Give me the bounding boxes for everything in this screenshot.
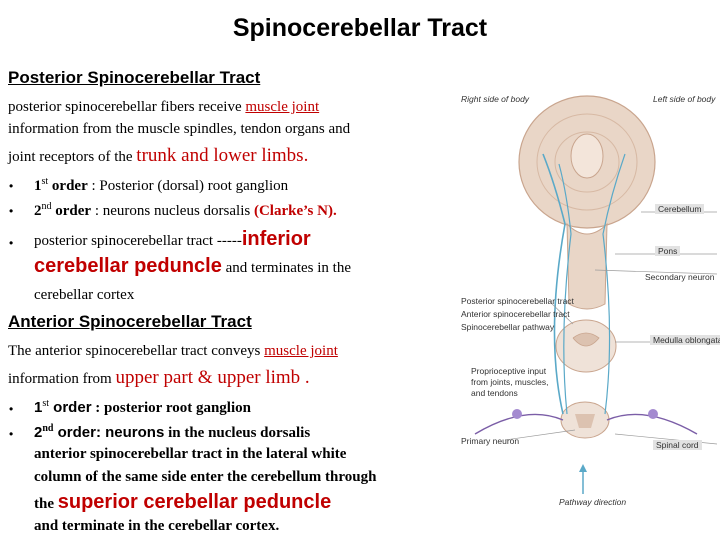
anatomy-diagram: Right side of body Left side of body Cer… [455,84,720,536]
a-second-order-number: 2 [34,424,43,441]
spinal-gray-matter [575,414,595,428]
ganglion-shape [648,409,658,419]
label-left-side: Left side of body [653,94,716,104]
label-medulla: Medulla oblongata [650,335,720,345]
pathway-line [542,153,566,415]
bullet-icon: • [9,427,14,441]
pons-shape [566,222,608,310]
posterior-third-bullet-line-2: cerebellar peduncle and terminates in th… [34,255,351,278]
second-order-label: order [51,203,92,219]
a-second-order-label: order: neurons [53,424,165,441]
first-order-label: order [48,178,88,194]
second-order-sup: nd [41,201,52,212]
anterior-intro-text: The anterior spinocerebellar tract conve… [8,343,265,359]
second-order-number: 2 [34,203,42,219]
posterior-intro-line-1: posterior spinocerebellar fibers receive… [8,99,319,116]
label-proprio-3: and tendons [471,388,518,398]
label-right-side: Right side of body [461,94,530,104]
label-cerebellum: Cerebellum [655,204,705,214]
medulla-gray [572,332,600,347]
posterior-first-order: 1st order : Posterior (dorsal) root gang… [34,176,288,195]
second-order-text: : neurons nucleus dorsalis [91,203,254,219]
posterior-muscle-joint: muscle joint [245,99,320,115]
posterior-intro-text-3: joint receptors of the [8,149,137,165]
bullet-icon: • [9,179,14,193]
superior-cerebellar-peduncle-emph: superior cerebellar peduncle [57,491,332,513]
brainstem-top [570,133,604,179]
label-line [504,429,576,441]
label-pons: Pons [655,246,681,256]
label-proprio-2: from joints, muscles, [471,377,549,387]
anterior-second-order-line-5: and terminate in the cerebellar cortex. [34,518,280,534]
a-line4-pre: the [34,496,58,512]
first-order-text: : Posterior (dorsal) root ganglion [87,178,289,194]
cerebellar-peduncle-emph: cerebellar peduncle [34,255,222,277]
clarkes-nucleus: (Clarke’s N). [253,203,337,219]
bullet-icon: • [9,402,14,416]
upper-limb-emph: upper part & upper limb . [115,367,310,388]
cerebellum-fold [554,131,620,193]
posterior-third-bullet-line-1: posterior spinocerebellar tract -----inf… [34,228,311,251]
anterior-second-order-line-4: the superior cerebellar peduncle [34,491,331,514]
anterior-muscle-joint: muscle joint [264,343,338,359]
a-second-order-text: in the nucleus dorsalis [164,425,311,441]
nerve-line [474,413,564,435]
anterior-intro-text-2: information from [8,371,116,387]
bullet-icon: • [9,204,14,218]
label-secondary-neuron: Secondary neuron [645,272,715,282]
anterior-second-order-line-3: column of the same side enter the cerebe… [34,469,377,485]
ganglion-shape [512,409,522,419]
label-line [549,301,574,325]
anatomy-illustration [474,95,718,494]
page-title: Spinocerebellar Tract [232,14,488,42]
label-primary-neuron: Primary neuron [461,436,520,446]
label-posterior-tract: Posterior spinocerebellar tract [461,296,574,306]
label-anterior-tract: Anterior spinocerebellar tract [461,309,570,319]
pathway-line [558,163,572,415]
posterior-heading: Posterior Spinocerebellar Tract [8,68,261,87]
posterior-trunk-lower-limbs: trunk and lower limbs. [136,145,309,166]
pathway-arrow-head-icon [579,464,587,472]
anterior-first-order: 1st order : posterior root ganglion [34,398,251,417]
posterior-intro-line-2: information from the muscle spindles, te… [8,121,351,137]
third-bullet-terminates: and terminates in the [221,260,352,276]
a-first-order-sup: st [42,398,50,409]
anterior-second-order-line-2: anterior spinocerebellar tract in the la… [34,446,347,462]
label-pathway-direction: Pathway direction [559,497,627,507]
a-first-order-number: 1 [34,399,43,416]
a-first-order-label: order [49,399,92,416]
posterior-third-bullet-line-3: cerebellar cortex [34,287,135,303]
anterior-intro-line-1: The anterior spinocerebellar tract conve… [8,343,338,360]
first-order-sup: st [41,176,49,187]
label-line [594,269,718,275]
label-spinal-cord: Spinal cord [653,440,702,450]
posterior-intro-line-3: joint receptors of the trunk and lower l… [8,145,308,167]
pathway-line [602,153,626,415]
posterior-second-order: 2nd order : neurons nucleus dorsalis (Cl… [34,201,337,220]
label-pathway: Spinocerebellar pathway [461,322,555,332]
anterior-second-order: 2nd order: neurons in the nucleus dorsal… [34,423,310,442]
a-first-order-text: : posterior root ganglion [91,400,251,416]
cerebellum-fold [536,113,638,211]
third-bullet-text: posterior spinocerebellar tract ----- [34,233,242,249]
first-order-number: 1 [34,178,42,194]
posterior-intro-text: posterior spinocerebellar fibers receive [8,99,246,115]
label-proprio-1: Proprioceptive input [471,366,547,376]
inferior-emph: inferior [241,228,311,250]
anterior-heading: Anterior Spinocerebellar Tract [8,312,252,331]
a-second-order-sup: nd [42,423,54,434]
bullet-icon: • [9,236,14,250]
anterior-intro-line-2: information from upper part & upper limb… [8,367,310,389]
